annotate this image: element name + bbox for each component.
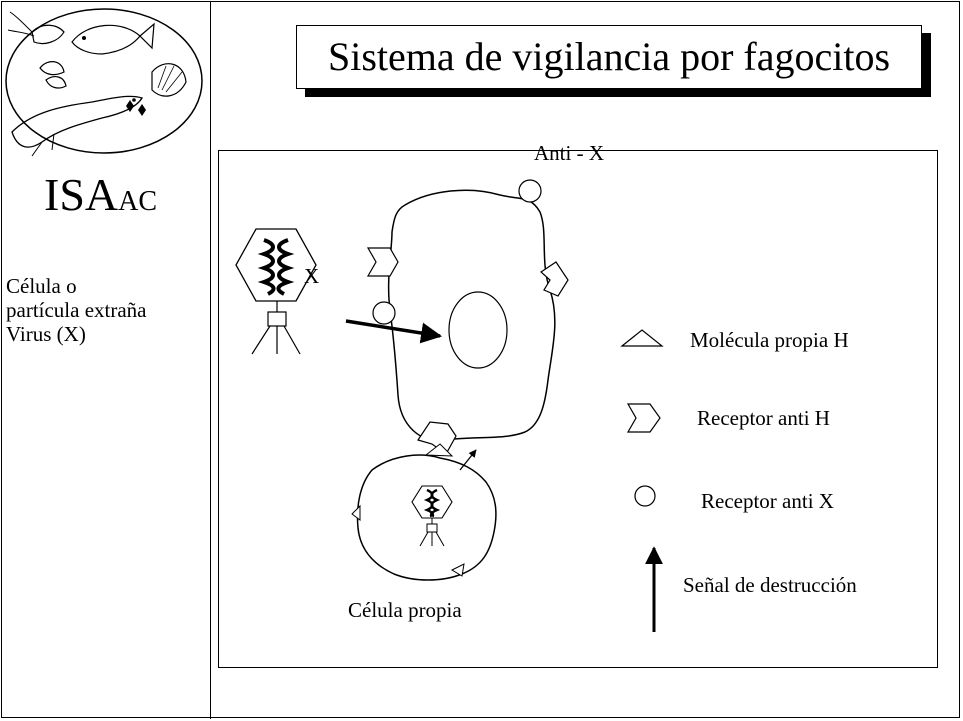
legend-label-receptor-anti-x: Receptor anti X — [701, 489, 834, 513]
brand-suffix: AC — [118, 186, 158, 217]
isaac-logo — [5, 8, 203, 157]
page-title: Sistema de vigilancia por fagocitos — [296, 25, 922, 89]
diagram-panel — [218, 150, 938, 668]
own-cell-virus-collar — [426, 523, 438, 533]
own-cell-label: Célula propia — [348, 598, 462, 622]
brand-logotype: ISAAC — [44, 172, 157, 218]
sidebar-line-2: partícula extraña — [6, 298, 147, 322]
destruction-signal-arrow-small — [459, 449, 477, 471]
receptor-anti-x-top — [518, 179, 542, 203]
legend-chevron-icon — [626, 403, 661, 433]
own-cell-virus-dna-icon — [423, 488, 441, 518]
nucleus — [448, 291, 508, 369]
receptor-anti-h-right — [540, 261, 569, 297]
receptor-anti-h-bottom — [417, 421, 457, 455]
own-cell-molecule-h-1 — [424, 443, 454, 457]
sidebar-line-3: Virus (X) — [6, 322, 86, 346]
legend-circle-icon — [634, 485, 656, 507]
own-cell — [356, 454, 497, 581]
own-cell-virus-tail — [419, 518, 445, 547]
phagocyte-cell — [387, 189, 556, 442]
virus-collar — [267, 311, 287, 327]
sidebar-description: Célula o partícula extraña Virus (X) — [6, 274, 206, 346]
own-cell-molecule-h-2 — [351, 504, 361, 521]
legend-triangle-icon — [620, 329, 664, 347]
own-cell-molecule-h-3 — [450, 563, 465, 577]
legend-label-destruction-signal: Señal de destrucción — [683, 573, 857, 597]
phagocyte-label: Anti - X — [534, 141, 604, 165]
sidebar-line-1: Célula o — [6, 274, 77, 298]
virus-tail-fibers — [251, 301, 301, 355]
sidebar-divider — [210, 1, 211, 719]
brand-main: ISA — [44, 169, 119, 220]
virus-capsid — [235, 228, 317, 302]
receptor-anti-x-left — [372, 301, 396, 325]
virus-entry-arrow — [345, 319, 443, 344]
virus-label: X — [304, 264, 320, 288]
virus-dna-icon — [257, 238, 295, 296]
legend-label-receptor-anti-h: Receptor anti H — [697, 406, 830, 430]
receptor-anti-h-left — [366, 247, 399, 277]
legend-label-molecule-h: Molécula propia H — [690, 328, 849, 352]
